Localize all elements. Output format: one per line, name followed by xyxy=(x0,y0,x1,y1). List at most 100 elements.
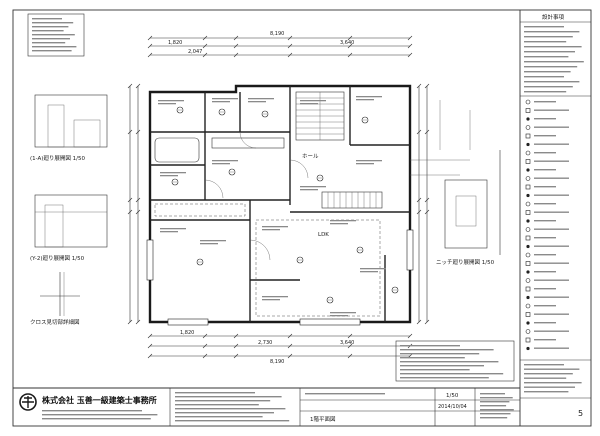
plan-annotation-mark xyxy=(262,299,280,301)
legend-footer-line xyxy=(524,364,564,366)
dimension-tick xyxy=(202,343,208,349)
dimension-tick xyxy=(407,43,413,49)
dimension-tick xyxy=(127,83,133,89)
light-fixture-icon xyxy=(196,258,204,266)
dimension-tick xyxy=(202,353,208,359)
plan-annotation-mark xyxy=(300,186,326,188)
dimension-tick xyxy=(407,35,413,41)
spec-notes-line xyxy=(400,345,460,347)
window xyxy=(146,239,154,281)
plan-annotation-mark xyxy=(212,98,238,100)
legend-item-text xyxy=(534,228,569,230)
title-notes-line xyxy=(175,396,282,398)
legend-footer-line xyxy=(524,373,573,375)
plan-annotation-mark xyxy=(212,101,230,103)
title-notes-line xyxy=(175,392,255,394)
legend-symbol-icon xyxy=(525,235,531,241)
dimension-tick xyxy=(127,319,133,325)
general-notes-line xyxy=(32,50,72,52)
niche-opening xyxy=(455,195,477,227)
plan-annotation-mark xyxy=(212,160,238,162)
plan-annotation-mark xyxy=(356,160,382,162)
dimension-tick xyxy=(416,83,422,89)
dimension-tick xyxy=(407,333,413,339)
legend-symbol-icon xyxy=(525,312,531,317)
dimension-tick xyxy=(424,83,430,89)
legend-symbol-icon xyxy=(526,270,530,274)
spec-notes-line xyxy=(400,361,499,363)
dimension-tick xyxy=(424,319,430,325)
dimension-tick xyxy=(347,52,353,58)
legend-symbol-icon xyxy=(525,184,531,190)
drawing-scale: 1/50 xyxy=(446,393,459,399)
design-note-line xyxy=(524,31,580,33)
dimension-tick xyxy=(424,129,430,135)
dimension-tick xyxy=(127,129,133,135)
light-fixture-icon xyxy=(176,106,184,114)
legend-item-text xyxy=(534,194,569,196)
title-cell-line xyxy=(480,409,514,411)
dimension-tick xyxy=(287,353,293,359)
dimension-tick xyxy=(416,319,422,325)
legend-symbol-icon xyxy=(526,142,530,147)
legend-item-text xyxy=(534,220,556,222)
title-cell-line xyxy=(480,405,507,407)
legend-item-text xyxy=(534,347,569,349)
company-logo xyxy=(19,393,37,411)
title-notes-line xyxy=(175,416,263,418)
legend-symbol-icon xyxy=(525,303,531,309)
bathtub xyxy=(154,137,200,163)
dimension-tick xyxy=(127,209,133,215)
title-notes-line xyxy=(175,404,259,406)
door-swing xyxy=(204,179,224,199)
title-notes-line xyxy=(175,400,271,402)
light-fixture-icon xyxy=(356,246,364,254)
legend-item-text xyxy=(534,177,569,179)
dimension-tick xyxy=(416,209,422,215)
legend-item-text xyxy=(534,152,556,154)
light-fixture-icon xyxy=(218,108,226,116)
detail-cross-label: クロス見切部詳細図 xyxy=(30,318,80,326)
dimension-tick xyxy=(233,353,239,359)
title-cell-line xyxy=(480,397,513,399)
legend-item-text xyxy=(534,262,569,264)
legend-header: 設計事項 xyxy=(542,13,565,21)
plan-annotation-mark xyxy=(330,315,348,317)
company-address-line xyxy=(42,414,158,416)
dimension-tick xyxy=(202,43,208,49)
dimension-tick xyxy=(347,353,353,359)
company-name: 株式会社 玉善一級建築士事務所 xyxy=(42,395,157,405)
design-note-line xyxy=(524,61,584,63)
dimension-lines: 8,190 1,820 2,047 3,640 1,820 2,730 3,64… xyxy=(127,31,430,365)
spec-notes-line xyxy=(400,357,465,359)
bottom-segment-dimension: 3,640 xyxy=(340,340,354,346)
legend-symbol-icon xyxy=(525,286,531,292)
light-fixtures xyxy=(171,106,399,304)
spec-notes-line xyxy=(400,349,494,351)
stair-treads xyxy=(296,92,344,140)
plan-annotation-mark xyxy=(212,163,230,165)
dimension-tick xyxy=(233,333,239,339)
elevation-1a-door xyxy=(47,104,65,148)
dimension-tick xyxy=(416,129,422,135)
dimension-tick xyxy=(287,52,293,58)
plan-annotation-mark xyxy=(262,296,288,298)
dimension-tick xyxy=(287,35,293,41)
general-notes-line xyxy=(32,18,62,20)
dimension-tick xyxy=(135,197,141,203)
company-address-line xyxy=(42,410,142,412)
light-fixture-icon xyxy=(261,110,269,118)
general-notes-line xyxy=(32,38,70,40)
legend-footer-line xyxy=(524,391,569,393)
design-note-line xyxy=(524,66,578,68)
company-logo-mark xyxy=(22,396,34,408)
design-note-line xyxy=(524,86,573,88)
title-notes-line xyxy=(175,420,290,422)
light-fixture-icon xyxy=(361,116,369,124)
legend-item-text xyxy=(534,254,556,256)
dimension-tick xyxy=(233,52,239,58)
general-notes-line xyxy=(32,26,69,28)
company-logo-ring xyxy=(19,393,37,411)
room-label-ldk: LDK xyxy=(318,232,329,238)
